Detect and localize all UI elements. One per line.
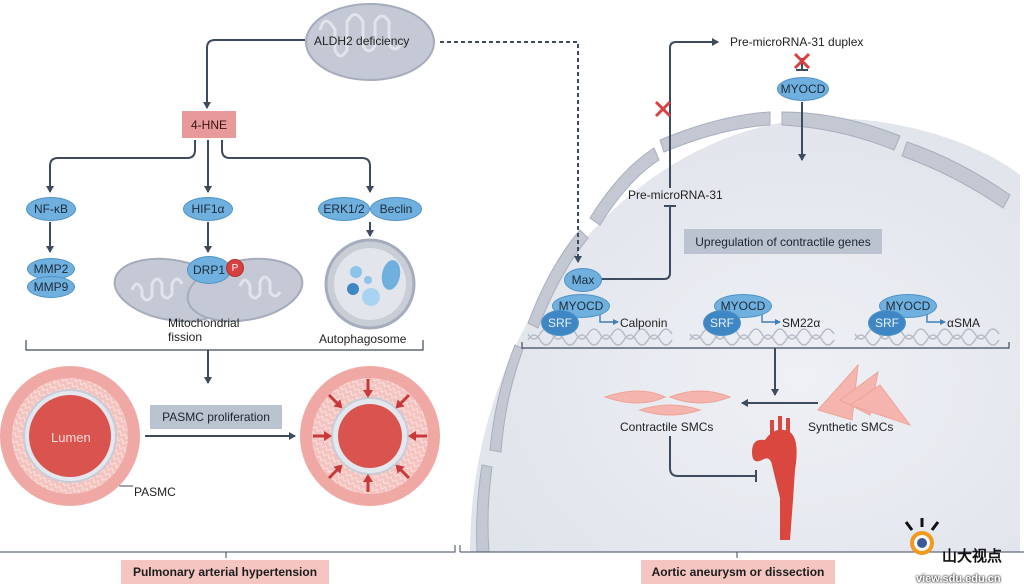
myocd-label: MYOCD <box>780 82 826 96</box>
section-label-aortic-text: Aortic aneurysm or dissection <box>651 565 825 579</box>
srf-node-2: SRF <box>703 310 741 336</box>
autophagosome-illustration <box>324 238 416 330</box>
mmp2-label: MMP2 <box>33 262 69 276</box>
watermark-url: view.sdu.edu.cn <box>916 573 1001 585</box>
synthetic-smcs-label: Synthetic SMCs <box>808 420 894 434</box>
nuclear-envelope-segment <box>476 464 493 553</box>
watermark-logo <box>904 518 940 555</box>
mitochondrial-fission-label-line1: Mitochondrial <box>168 316 240 330</box>
section-label-pah: Pulmonary arterial hypertension <box>121 560 329 584</box>
inhibition-x-icon <box>654 100 672 118</box>
vessel-remodeled <box>300 366 440 506</box>
gene-label-sm22a: SM22α <box>782 316 821 330</box>
lumen-label: Lumen <box>51 430 91 445</box>
mitochondrial-fission-label-line2: fission <box>168 330 203 344</box>
pasmc-proliferation-label: PASMC proliferation <box>162 410 270 424</box>
nuclear-envelope-segment <box>527 229 589 329</box>
inhibition-x-marks <box>654 52 811 118</box>
erk-node: ERK1/2 <box>318 197 370 221</box>
srf-label: SRF <box>710 316 734 330</box>
hne-label: 4-HNE <box>190 117 227 132</box>
srf-label: SRF <box>875 316 899 330</box>
upregulation-label: Upregulation of contractile genes <box>695 234 871 249</box>
drp1-node: DRP1 <box>187 256 231 284</box>
beclin-label: Beclin <box>379 202 413 216</box>
mmp9-label: MMP9 <box>33 280 69 294</box>
nuclear-envelope-segment <box>659 111 771 153</box>
phosphate-badge: P <box>226 259 244 277</box>
srf-label: SRF <box>548 316 572 330</box>
upregulation-box: Upregulation of contractile genes <box>684 229 882 254</box>
contractile-smc-illustration <box>603 390 732 416</box>
gene-arrows <box>599 313 946 325</box>
inhibition-x-icon <box>793 52 811 70</box>
myocd-label: MYOCD <box>720 299 766 313</box>
autophagosome-label: Autophagosome <box>319 332 407 346</box>
srf-node-3: SRF <box>868 310 906 336</box>
vessel-normal <box>0 366 140 506</box>
dashed-connector-aldh2-max <box>440 41 582 263</box>
section-label-pah-text: Pulmonary arterial hypertension <box>132 565 318 579</box>
erk-label: ERK1/2 <box>323 202 365 216</box>
mmp9-node: MMP9 <box>27 276 75 298</box>
contractile-smcs-label: Contractile SMCs <box>620 420 714 434</box>
nfkb-label: NF-κB <box>34 202 68 216</box>
connector-lines-right <box>459 38 1024 558</box>
nfkb-node: NF-κB <box>26 197 76 221</box>
myocd-label: MYOCD <box>885 299 931 313</box>
gene-label-calponin: Calponin <box>620 316 668 330</box>
hif1a-node: HIF1α <box>183 197 233 221</box>
connector-lines-left <box>0 39 456 558</box>
synthetic-smc-illustration <box>817 363 912 426</box>
myocd-label: MYOCD <box>558 299 604 313</box>
drp1-label: DRP1 <box>192 263 225 277</box>
pasmc-label: PASMC <box>134 485 176 499</box>
pre-microrna-duplex-label: Pre-microRNA-31 duplex <box>730 35 864 49</box>
nuclear-envelope-segment <box>589 147 660 226</box>
nuclear-envelope-segment <box>901 141 1011 209</box>
watermark-brand: 山大视点 <box>942 548 1003 565</box>
nuclear-envelope-segment <box>781 111 901 151</box>
aorta-illustration <box>752 416 797 540</box>
beclin-node: Beclin <box>370 197 422 221</box>
hif1a-label: HIF1α <box>191 202 225 216</box>
max-node: Max <box>564 268 602 292</box>
gene-label-asma: αSMA <box>947 316 980 330</box>
mitochondrion-aldh2 <box>305 3 435 81</box>
hne-node: 4-HNE <box>182 111 236 138</box>
max-label: Max <box>571 273 595 287</box>
myocd-node-top: MYOCD <box>777 77 829 101</box>
nuclear-envelope-segment <box>489 344 524 453</box>
srf-node-1: SRF <box>541 310 579 336</box>
pasmc-proliferation-box: PASMC proliferation <box>150 405 282 429</box>
aldh2-deficiency-label: ALDH2 deficiency <box>314 34 410 48</box>
pre-microrna-label: Pre-microRNA-31 <box>628 188 723 202</box>
phosphate-label: P <box>231 262 239 274</box>
section-label-aortic: Aortic aneurysm or dissection <box>641 560 835 584</box>
